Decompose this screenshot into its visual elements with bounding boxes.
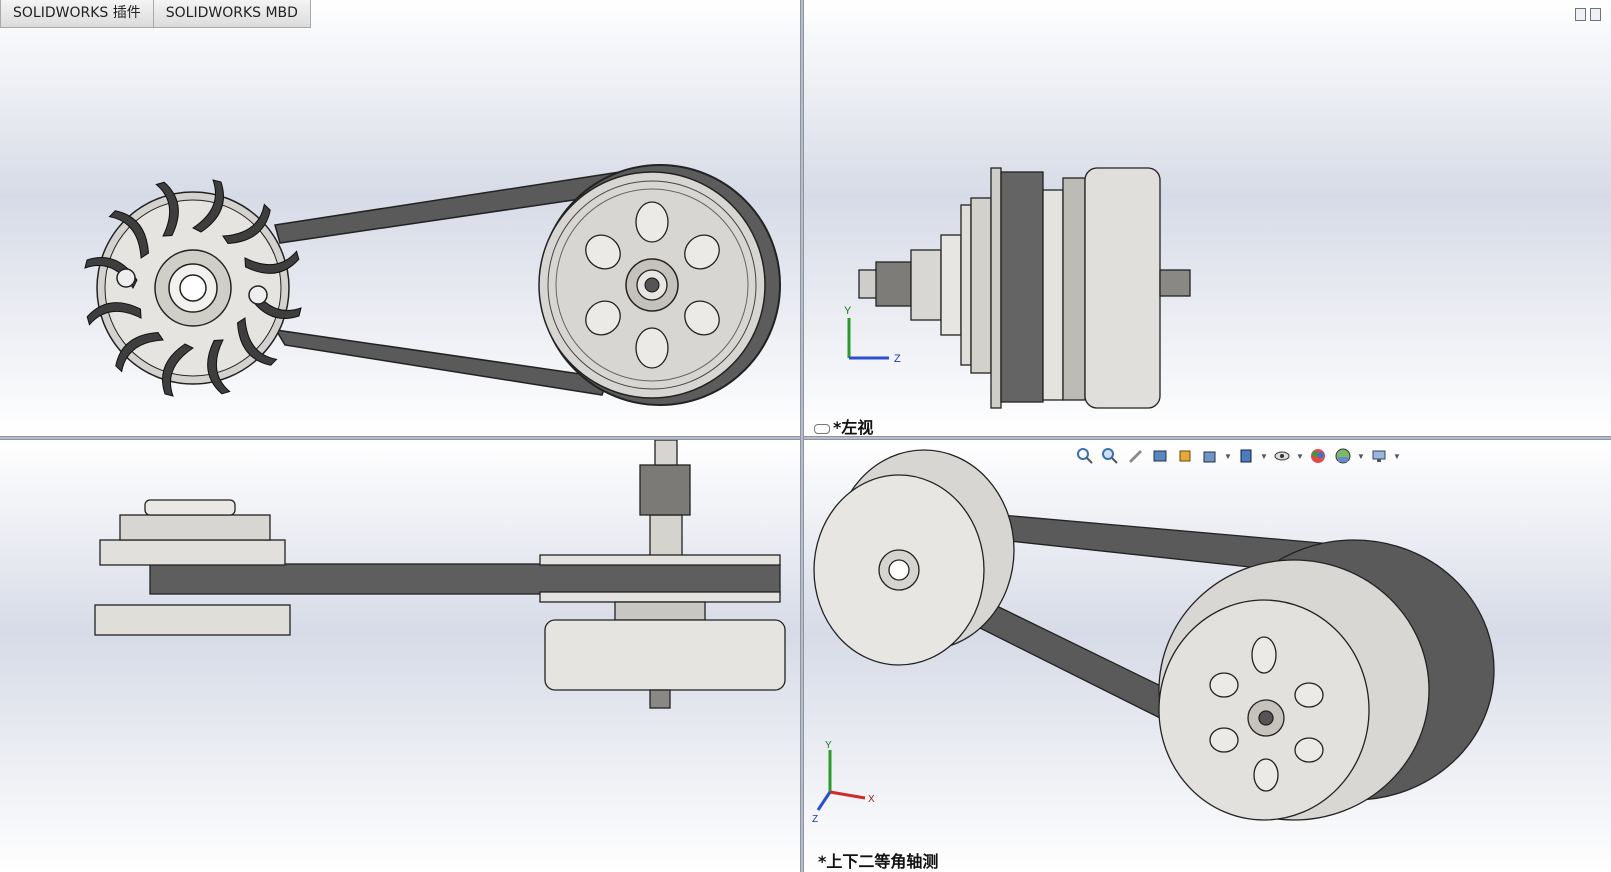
viewport-split-controls[interactable] <box>1575 8 1601 21</box>
dynamic-annotation-icon[interactable] <box>1174 445 1196 467</box>
belt-top-view <box>149 563 781 595</box>
section-view-icon[interactable] <box>1149 445 1171 467</box>
axis-triad: Y Z <box>844 305 901 365</box>
top-view-model <box>94 440 786 709</box>
pinion-gear <box>875 261 912 307</box>
axis-triad-iso: Y X Z <box>812 740 875 825</box>
view-label-left: *左视 <box>814 414 873 436</box>
belt-lower-run <box>274 329 610 396</box>
viewport-front[interactable] <box>0 0 800 436</box>
previous-view-icon[interactable] <box>1124 445 1146 467</box>
hide-show-dropdown-icon[interactable]: ▼ <box>1296 451 1304 461</box>
clutch-bell-pulley <box>538 164 781 406</box>
view-orientation-icon[interactable] <box>1199 445 1221 467</box>
view-orientation-dropdown-icon[interactable]: ▼ <box>1224 451 1232 461</box>
zoom-to-area-icon[interactable] <box>1099 445 1121 467</box>
variator-fan <box>84 179 302 397</box>
pinion-gear-top <box>639 464 691 516</box>
svg-text:Y: Y <box>844 305 852 317</box>
zoom-to-fit-icon[interactable] <box>1074 445 1096 467</box>
addin-tabs: SOLIDWORKS 插件 SOLIDWORKS MBD <box>0 0 311 28</box>
svg-text:X: X <box>868 794 875 805</box>
viewport-vertical-splitter[interactable] <box>800 0 804 872</box>
viewport-left[interactable]: Y Z *左视 <box>804 0 1611 436</box>
view-settings-icon[interactable] <box>1368 445 1390 467</box>
apply-scene-icon[interactable] <box>1332 445 1354 467</box>
view-label-isometric: *上下二等角轴测 <box>818 852 939 871</box>
display-style-icon[interactable] <box>1235 445 1257 467</box>
hide-show-items-icon[interactable] <box>1271 445 1293 467</box>
heads-up-view-toolbar: ▼ ▼ ▼ ▼ ▼ <box>1074 445 1401 467</box>
svg-text:Z: Z <box>812 814 818 825</box>
svg-text:Z: Z <box>894 353 901 365</box>
view-link-icon <box>814 423 830 434</box>
viewport-top[interactable] <box>0 440 800 872</box>
viewport-isometric[interactable]: ▼ ▼ ▼ ▼ ▼ <box>804 440 1611 872</box>
apply-scene-dropdown-icon[interactable]: ▼ <box>1357 451 1365 461</box>
tab-solidworks-addins[interactable]: SOLIDWORKS 插件 <box>0 0 154 28</box>
svg-text:Y: Y <box>825 740 832 751</box>
edit-appearance-icon[interactable] <box>1307 445 1329 467</box>
isometric-view-model <box>813 449 1495 821</box>
display-style-dropdown-icon[interactable]: ▼ <box>1260 451 1268 461</box>
left-view-model <box>858 167 1191 409</box>
front-view-model <box>84 164 781 406</box>
view-settings-dropdown-icon[interactable]: ▼ <box>1393 451 1401 461</box>
viewport-horizontal-splitter[interactable] <box>0 436 1611 440</box>
tab-solidworks-mbd[interactable]: SOLIDWORKS MBD <box>152 0 311 28</box>
